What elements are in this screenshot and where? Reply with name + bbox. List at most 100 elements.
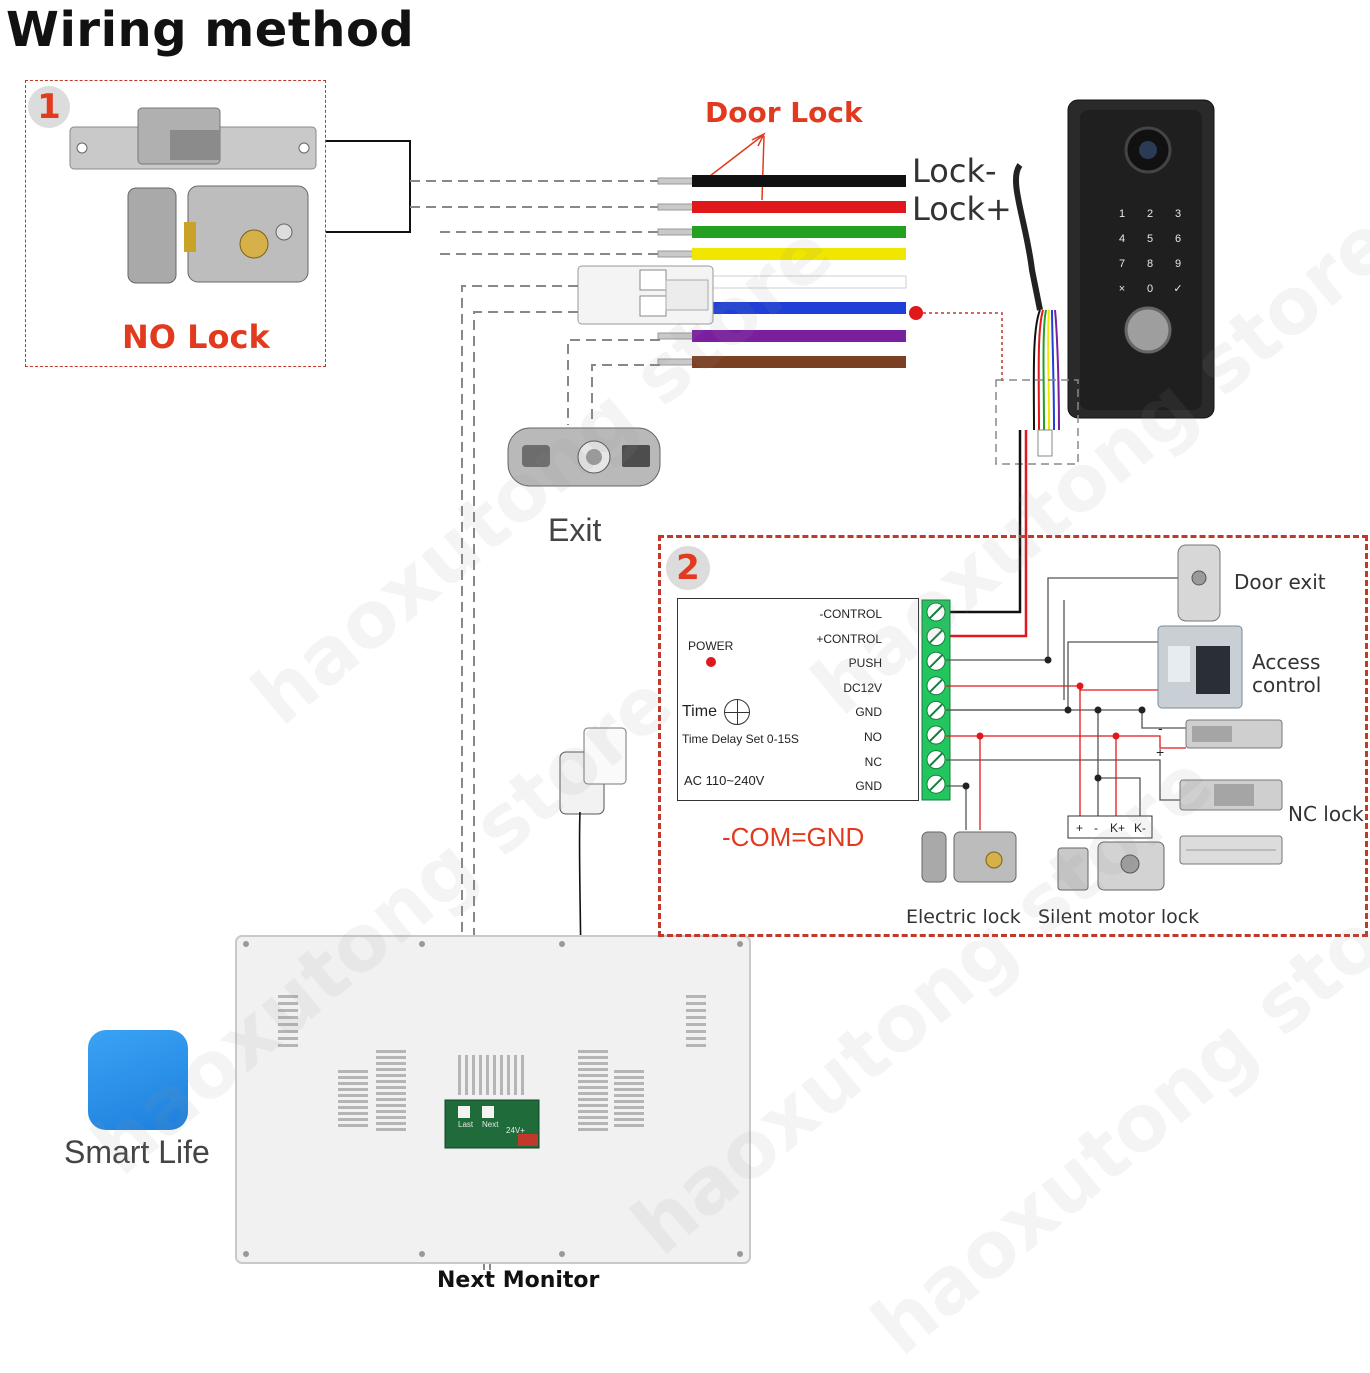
vent-slot [376, 1056, 406, 1059]
ac-input-label: AC 110~240V [684, 773, 765, 788]
door-exit-device-image [1177, 544, 1221, 622]
power-led [706, 657, 716, 667]
motor-terminal-kplus: K+ [1110, 821, 1126, 835]
vent-slot [614, 1106, 644, 1109]
wire-tip [657, 332, 695, 340]
vent-slot [578, 1086, 608, 1089]
terminal-screw-slot [929, 605, 943, 619]
vent-slot [614, 1100, 644, 1103]
panel-2-badge: 2 [666, 546, 710, 590]
vent-slot [338, 1076, 368, 1079]
vent-slot [465, 1055, 468, 1095]
terminal-label: GND [855, 705, 882, 720]
keypad-key: 8 [1147, 258, 1153, 270]
vent-slot [338, 1106, 368, 1109]
terminal-label: +CONTROL [816, 631, 882, 646]
vent-slot [278, 995, 298, 998]
terminal-connector-image [577, 265, 714, 325]
vent-slot [376, 1050, 406, 1053]
motor-terminal-minus: - [1094, 821, 1098, 835]
wire-tip [657, 203, 695, 211]
keypad-key: 4 [1119, 233, 1125, 245]
vent-slot [614, 1088, 644, 1091]
terminal-screw-slot [929, 777, 943, 791]
silent-motor-lock-label: Silent motor lock [1038, 906, 1200, 928]
vent-slot [479, 1055, 482, 1095]
pcb-24v-label: 24V+ [506, 1126, 525, 1135]
nc-bolt-lock-image [1179, 779, 1283, 811]
vent-slot [500, 1055, 503, 1095]
wiring-diagram: Wiring method [6, 2, 1370, 1373]
rim-lock-image [127, 185, 309, 284]
control-plus-wire [946, 430, 1028, 638]
exit-label: Exit [548, 512, 602, 548]
wire-bundle [657, 175, 907, 368]
terminal-block [921, 599, 951, 801]
vent-slot [376, 1062, 406, 1065]
keypad-key: 2 [1147, 208, 1153, 220]
smart-life-app-icon[interactable] [88, 1030, 188, 1130]
wire-tip [657, 250, 695, 258]
terminal-screw-slot [929, 728, 943, 742]
vent-slot [376, 1092, 406, 1095]
wire [691, 275, 907, 289]
plug-image [1037, 429, 1053, 457]
time-dial-icon[interactable] [724, 699, 750, 725]
wire-tip [657, 358, 695, 366]
control-minus-wire [946, 430, 1022, 614]
vent-slot [578, 1062, 608, 1065]
vent-slot [614, 1076, 644, 1079]
vent-slot [278, 1023, 298, 1026]
pcb-last-label: Last [458, 1120, 474, 1129]
vent-slot [578, 1074, 608, 1077]
vent-slot [578, 1122, 608, 1125]
wire [692, 302, 906, 314]
door-lock-label: Door Lock [705, 96, 863, 129]
junction-dots-red [976, 682, 1120, 740]
motor-terminal-plus: + [1076, 821, 1084, 835]
vent-slot [376, 1122, 406, 1125]
vent-slot [614, 1118, 644, 1121]
vent-slot [338, 1124, 368, 1127]
access-control-panel [658, 535, 1368, 937]
vent-slot [578, 1104, 608, 1107]
polarity-minus: - [1158, 720, 1163, 736]
vent-slot [686, 1037, 706, 1040]
wire [692, 330, 906, 342]
no-lock-panel [25, 80, 326, 367]
terminal-screw-slot [929, 679, 943, 693]
vent-slot [278, 1030, 298, 1033]
vent-slot [376, 1110, 406, 1113]
vent-slot [486, 1055, 489, 1095]
terminal-screw-slot [929, 703, 943, 718]
vent-slot [686, 1002, 706, 1005]
terminal-label: PUSH [848, 656, 882, 671]
vent-slot [686, 995, 706, 998]
vent-slot [686, 1009, 706, 1012]
wire [692, 356, 906, 368]
nc-lock-label: NC lock [1288, 802, 1364, 826]
connector-dashed-box [995, 379, 1079, 465]
polarity-plus: + [1156, 744, 1165, 760]
door-lock-arrows [709, 132, 766, 201]
vent-slot [278, 1016, 298, 1019]
access-control-label-2: control [1252, 673, 1322, 697]
exit-button-image [507, 427, 661, 487]
next-monitor-label: Next Monitor [437, 1268, 600, 1293]
wire [692, 248, 906, 260]
com-gnd-note: -COM=GND [722, 822, 865, 852]
connection-dot [909, 306, 923, 320]
electric-rim-lock-image [921, 831, 1017, 883]
electric-bolt-lock-image [1185, 719, 1283, 749]
keypad-key: ✓ [1173, 283, 1182, 295]
vent-slot [686, 1023, 706, 1026]
vent-slot [614, 1124, 644, 1127]
vent-slot [578, 1128, 608, 1131]
keypad-key: 5 [1147, 233, 1153, 245]
smart-life-label: Smart Life [64, 1134, 210, 1170]
vent-slot [278, 1037, 298, 1040]
vent-slot [472, 1055, 475, 1095]
vent-slot [278, 1002, 298, 1005]
pcb-next-label: Next [482, 1120, 499, 1129]
